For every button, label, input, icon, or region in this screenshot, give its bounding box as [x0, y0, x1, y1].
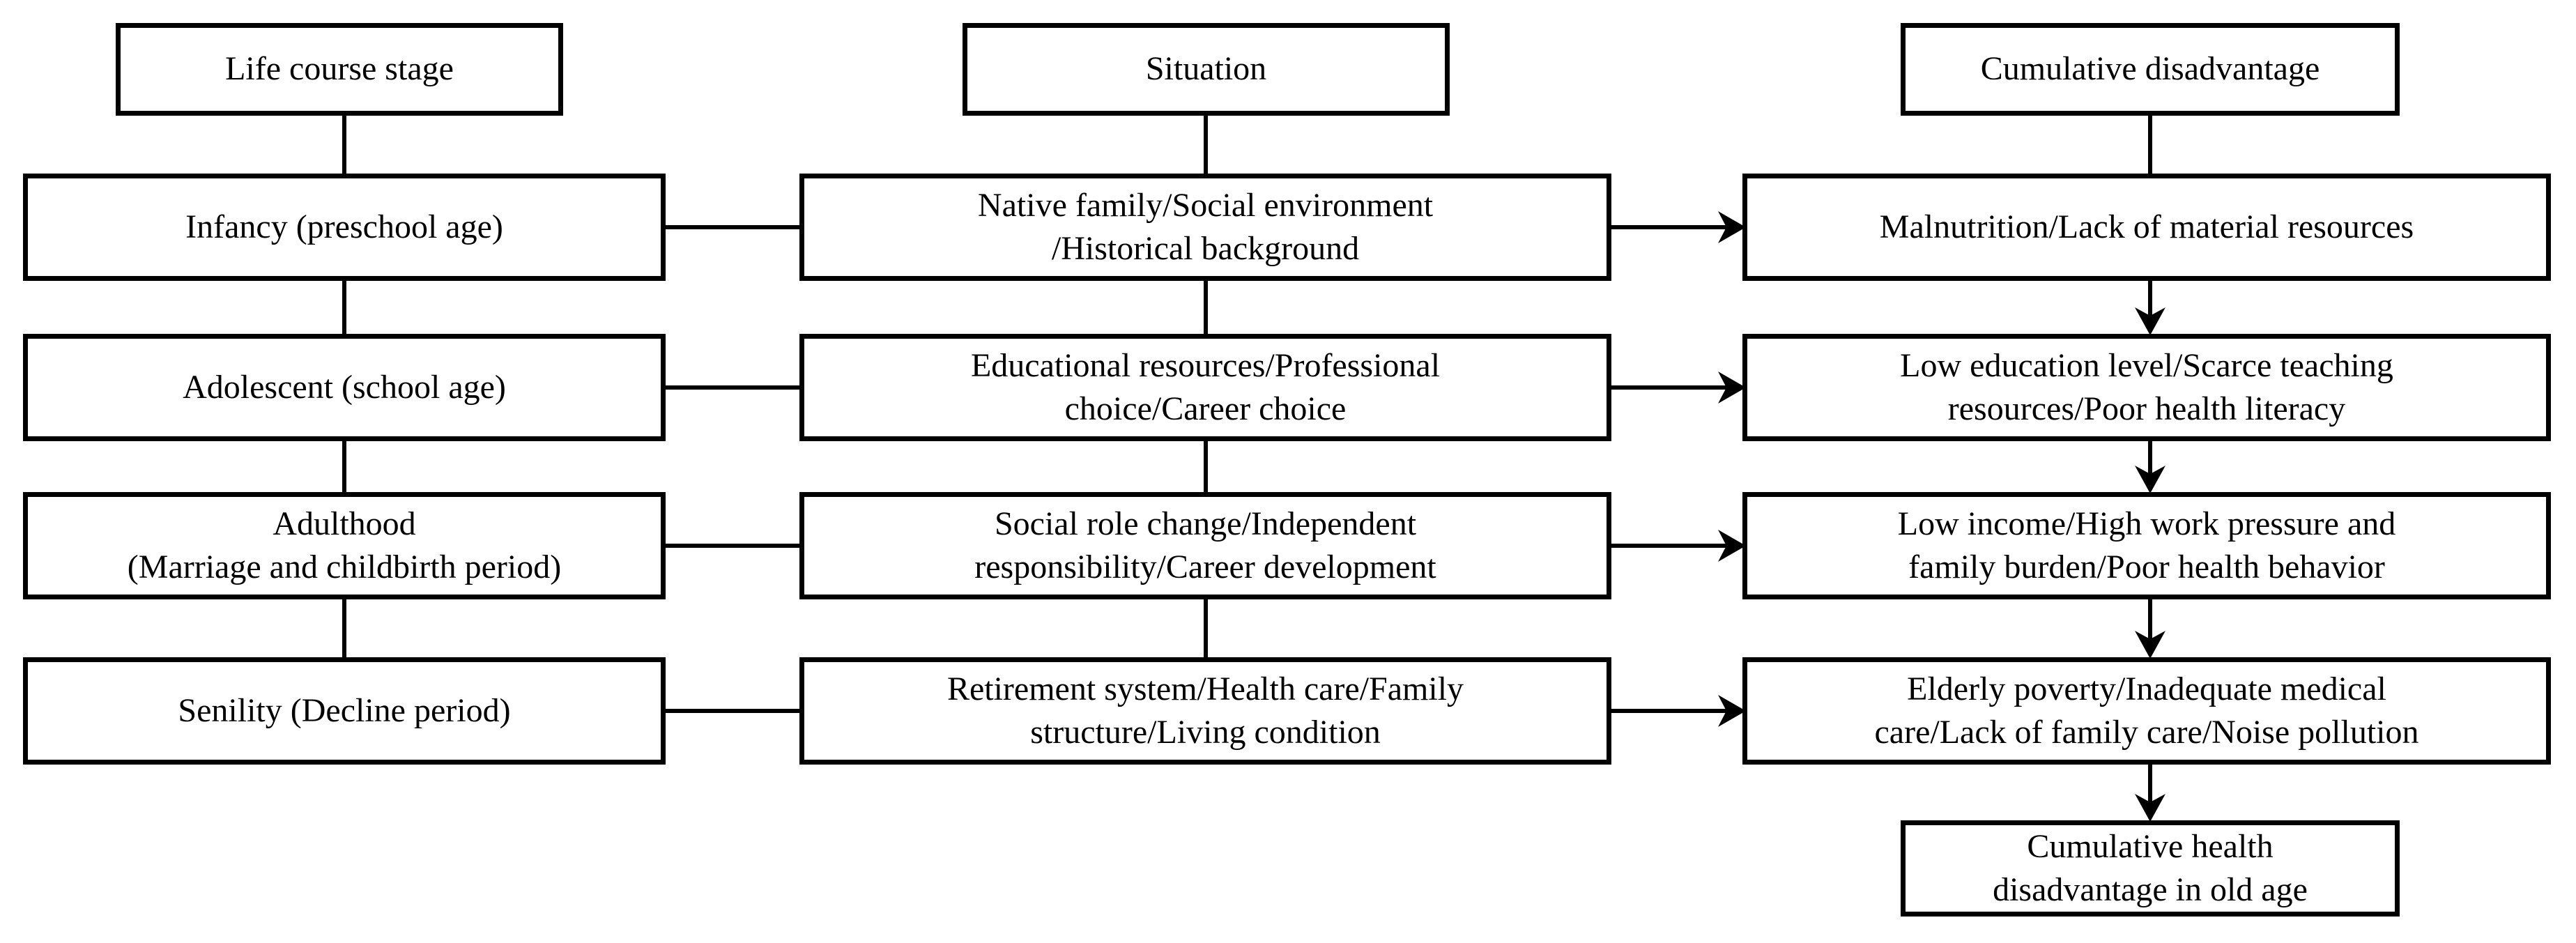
header-cumulative-disadvantage: Cumulative disadvantage	[1901, 23, 2400, 116]
node-label-line: /Historical background	[1051, 230, 1360, 267]
header-life-course-stage: Life course stage	[116, 23, 563, 116]
node-label-line: Social role change/Independent	[994, 505, 1417, 542]
arrowhead-down-1	[2135, 307, 2165, 335]
node-label-line: Low income/High work pressure and	[1897, 505, 2396, 542]
node-label-line: Native family/Social environment	[977, 186, 1434, 224]
node-label-line: responsibility/Career development	[974, 549, 1436, 585]
node-label-line: Malnutrition/Lack of material resources	[1879, 208, 2414, 245]
header-label: Situation	[1145, 50, 1267, 88]
node-situation-infancy: Native family/Social environment /Histor…	[799, 174, 1611, 281]
node-label-line: structure/Living condition	[1030, 714, 1381, 751]
node-outcome-cumulative-health-disadvantage: Cumulative health disadvantage in old ag…	[1901, 820, 2400, 917]
node-label-line: resources/Poor health literacy	[1947, 390, 2346, 427]
node-label-line: care/Lack of family care/Noise pollution	[1874, 714, 2419, 751]
node-label-line: (Marriage and childbirth period)	[127, 549, 562, 585]
node-label-line: Infancy (preschool age)	[185, 208, 503, 245]
node-label-line: family burden/Poor health behavior	[1908, 549, 2385, 585]
node-stage-adolescent: Adolescent (school age)	[23, 334, 666, 441]
arrowhead-down-3	[2135, 631, 2165, 659]
node-situation-adolescent: Educational resources/Professional choic…	[799, 334, 1611, 441]
header-situation: Situation	[963, 23, 1450, 116]
arrowhead-right-row2	[1718, 371, 1746, 404]
node-disadvantage-infancy: Malnutrition/Lack of material resources	[1742, 174, 2551, 281]
node-stage-senility: Senility (Decline period)	[23, 657, 666, 765]
arrowhead-right-row1	[1718, 211, 1746, 243]
node-stage-adulthood: Adulthood (Marriage and childbirth perio…	[23, 492, 666, 599]
arrowhead-right-row4	[1718, 695, 1746, 727]
header-label: Cumulative disadvantage	[1980, 50, 2320, 88]
header-label: Life course stage	[225, 50, 454, 88]
node-disadvantage-senility: Elderly poverty/Inadequate medical care/…	[1742, 657, 2551, 765]
node-label-line: choice/Career choice	[1064, 390, 1347, 427]
node-label-line: Retirement system/Health care/Family	[946, 670, 1464, 707]
node-label-line: Educational resources/Professional	[970, 346, 1441, 384]
arrowhead-down-4	[2135, 794, 2165, 822]
arrowhead-right-row3	[1718, 530, 1746, 562]
node-disadvantage-adulthood: Low income/High work pressure and family…	[1742, 492, 2551, 599]
node-stage-infancy: Infancy (preschool age)	[23, 174, 666, 281]
node-label-line: Elderly poverty/Inadequate medical	[1907, 670, 2386, 707]
node-label-line: disadvantage in old age	[1993, 871, 2308, 908]
node-disadvantage-adolescent: Low education level/Scarce teaching reso…	[1742, 334, 2551, 441]
node-situation-adulthood: Social role change/Independent responsib…	[799, 492, 1611, 599]
node-situation-senility: Retirement system/Health care/Family str…	[799, 657, 1611, 765]
node-label-line: Senility (Decline period)	[178, 691, 511, 729]
node-label-line: Adolescent (school age)	[183, 368, 506, 406]
node-label-line: Adulthood	[273, 505, 416, 542]
arrowhead-down-2	[2135, 466, 2165, 493]
node-label-line: Cumulative health	[2027, 827, 2274, 865]
node-label-line: Low education level/Scarce teaching	[1900, 346, 2393, 384]
